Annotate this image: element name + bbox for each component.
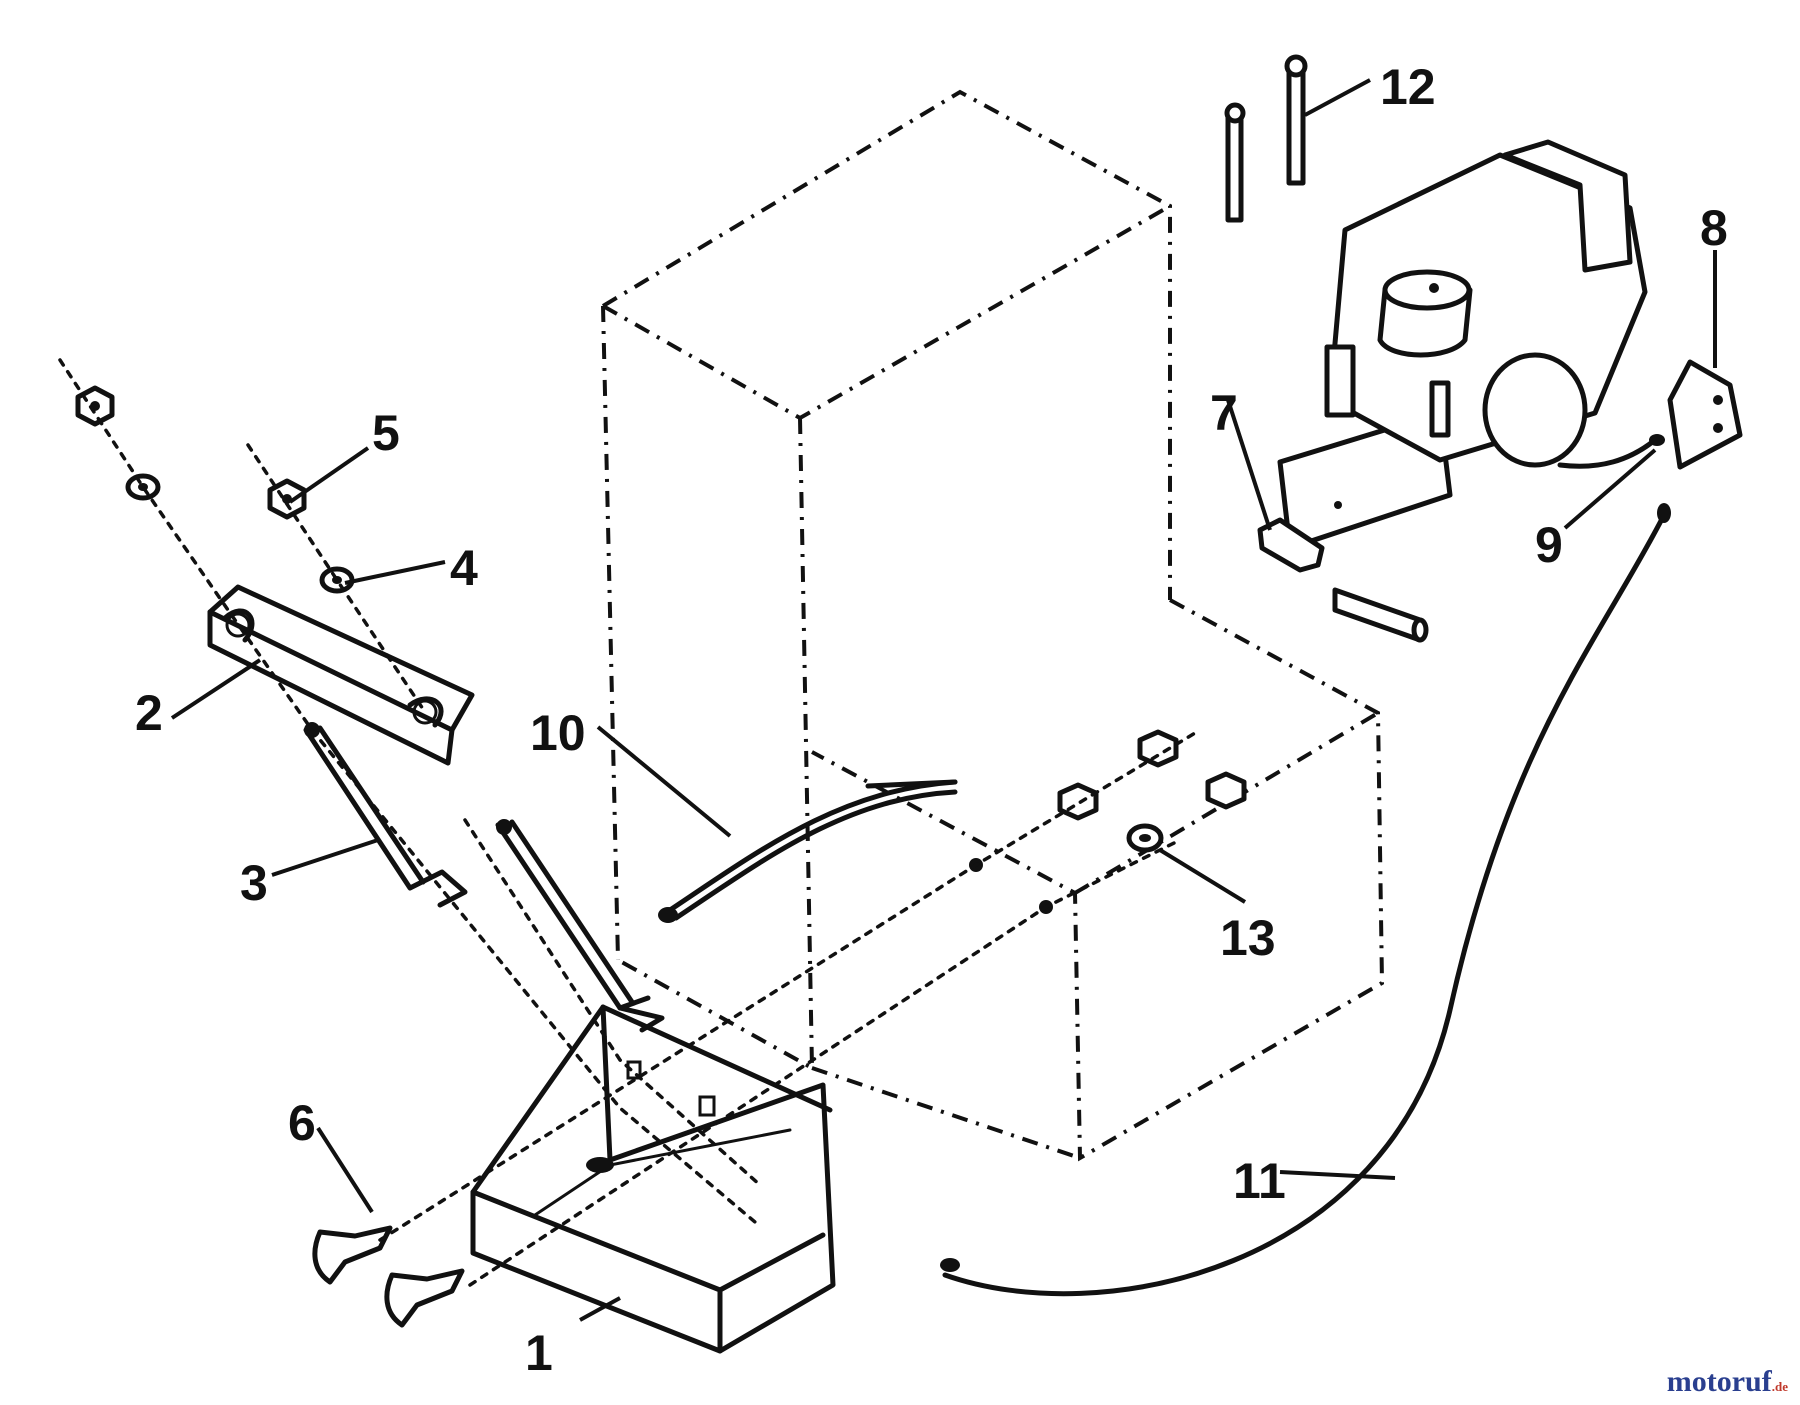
watermark-logo: motoruf.de xyxy=(1667,1365,1788,1399)
part-5-nuts xyxy=(75,385,307,520)
callout-13: 13 xyxy=(1220,910,1276,966)
callout-9: 9 xyxy=(1535,517,1563,573)
callout-1: 1 xyxy=(525,1325,553,1381)
part-3-j-bolts xyxy=(303,722,665,1033)
callout-6: 6 xyxy=(288,1095,316,1151)
part-12-bolts xyxy=(1224,54,1308,223)
callout-11: 11 xyxy=(1233,1153,1286,1209)
callout-10: 10 xyxy=(530,705,586,761)
part-7-spacer xyxy=(1257,517,1429,643)
callout-labels: 1 2 3 4 5 6 7 8 9 10 11 12 13 xyxy=(135,59,1728,1381)
callout-7: 7 xyxy=(1210,385,1238,441)
callout-12: 12 xyxy=(1380,59,1436,115)
watermark-brand: motoruf xyxy=(1666,1365,1772,1398)
callout-3: 3 xyxy=(240,855,268,911)
leader-lines xyxy=(170,78,1717,1322)
part-1-battery-tray xyxy=(470,1004,836,1354)
engine xyxy=(1277,139,1648,551)
part-8-plate xyxy=(1667,359,1743,470)
callout-5: 5 xyxy=(372,405,400,461)
part-10-battery-cable xyxy=(658,779,958,923)
part-4-washers xyxy=(125,473,355,594)
battery-terminals xyxy=(969,729,1247,914)
callout-2: 2 xyxy=(135,685,163,741)
callout-8: 8 xyxy=(1700,200,1728,256)
part-6-carriage-bolts xyxy=(312,1225,465,1328)
assembly-lines xyxy=(58,358,1202,1287)
part-2-hold-down-bracket xyxy=(207,584,475,766)
housing-outline xyxy=(601,89,1385,1162)
callout-4: 4 xyxy=(450,540,478,596)
part-9-cable xyxy=(1557,434,1665,469)
watermark-tld: .de xyxy=(1771,1379,1788,1394)
part-11-ground-cable xyxy=(940,503,1671,1297)
part-13-washer xyxy=(1126,823,1164,853)
